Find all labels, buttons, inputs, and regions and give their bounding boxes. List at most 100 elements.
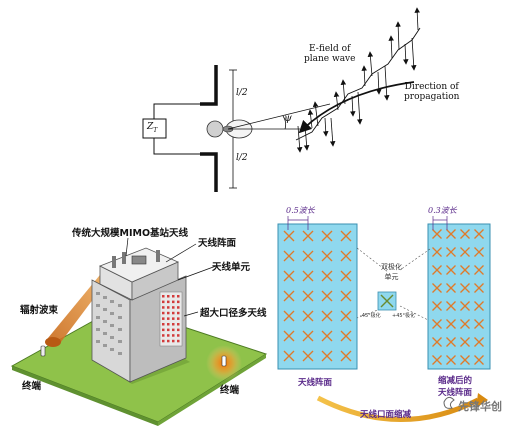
antenna-dot — [162, 311, 165, 315]
aperture-reduction-label: 天线口面缩减 — [360, 410, 412, 420]
array-element-cross — [474, 247, 484, 257]
array-element-cross — [302, 310, 314, 322]
array-element-cross — [474, 337, 484, 347]
terminal-left-icon — [40, 345, 46, 357]
antenna-dot — [167, 295, 170, 298]
antenna-dot — [177, 323, 180, 326]
radiation-beam-label: 辐射波束 — [20, 305, 59, 316]
array-element-cross — [283, 310, 295, 322]
antenna-dot — [167, 334, 170, 337]
array-element-cross — [340, 330, 352, 342]
pol-minus-label: -45°极化 — [360, 313, 381, 319]
array-element-cross — [321, 230, 333, 242]
array-element-cross — [302, 290, 314, 302]
reduction-arrow — [316, 395, 480, 422]
antenna-dot — [177, 311, 180, 315]
array-element-cross — [302, 230, 314, 242]
antenna-dot — [167, 306, 170, 309]
array-element-cross — [340, 310, 352, 322]
array-element-cross — [446, 265, 456, 275]
array-element-cross — [302, 270, 314, 282]
large-aperture-label: 超大口径多天线 — [200, 308, 267, 319]
array-element-cross — [283, 350, 295, 362]
antenna-dot — [172, 311, 175, 315]
antenna-dot — [172, 328, 175, 332]
half-length-bottom-label: l/2 — [236, 153, 248, 163]
array-element-cross — [460, 301, 470, 311]
array-element-cross — [321, 290, 333, 302]
array-element-cross — [432, 301, 442, 311]
array-element-cross — [321, 310, 333, 322]
array-left-crosses — [283, 230, 352, 362]
antenna-dot — [172, 334, 175, 337]
array-element-cross — [446, 283, 456, 293]
antenna-dot — [162, 317, 165, 320]
array-element-cross — [340, 350, 352, 362]
array-element-cross — [302, 250, 314, 262]
array-element-cross — [302, 350, 314, 362]
array-element-cross — [321, 270, 333, 282]
array-element-cross — [432, 319, 442, 329]
array-element-cross — [460, 355, 470, 365]
array-element-cross — [283, 270, 295, 282]
array-panel-label: 天线阵面 — [198, 238, 237, 249]
efield-wave — [295, 27, 421, 141]
array-element-cross — [446, 247, 456, 257]
array-element-cross — [432, 247, 442, 257]
array-element-cross — [474, 265, 484, 275]
array-element-cross — [446, 337, 456, 347]
angle-arc — [282, 115, 287, 130]
array-right — [427, 223, 491, 370]
terminal-right-label: 终端 — [220, 385, 240, 396]
terminal-left-label: 终端 — [22, 381, 42, 392]
array-element-cross — [432, 265, 442, 275]
array-element-cross — [283, 230, 295, 242]
base-station-illustration — [10, 237, 268, 426]
array-element-cross — [460, 265, 470, 275]
array-element-cross — [474, 301, 484, 311]
antenna-dot — [167, 300, 170, 304]
array-element-cross — [474, 283, 484, 293]
array-element-cross — [340, 270, 352, 282]
antenna-dots — [162, 295, 180, 343]
watermark-text: 先锋华创 — [458, 400, 502, 413]
dipole-arm-top — [200, 65, 218, 106]
antenna-dot — [172, 295, 175, 298]
label-leaders — [125, 237, 217, 317]
antenna-dot — [167, 311, 170, 315]
efield-vectors — [296, 7, 421, 153]
array-element-cross — [283, 330, 295, 342]
array-element-cross — [321, 250, 333, 262]
array-element-cross — [432, 337, 442, 347]
antenna-dot — [177, 306, 180, 309]
rooftop-antenna-1 — [112, 256, 116, 268]
array-left — [277, 223, 358, 370]
half-length-top-label: l/2 — [236, 88, 248, 98]
antenna-dot — [162, 323, 165, 326]
array-element-cross — [474, 319, 484, 329]
building-antenna-array — [159, 291, 183, 347]
array-element-cross — [340, 290, 352, 302]
watermark-logo-icon — [443, 396, 455, 409]
antenna-dot — [162, 295, 165, 298]
array-element-cross — [474, 355, 484, 365]
pol-plus-label: +45°极化 — [392, 313, 416, 319]
array-element-cross — [446, 301, 456, 311]
antenna-dot — [172, 300, 175, 304]
array-element-cross — [432, 355, 442, 365]
array-element-cross — [283, 290, 295, 302]
array-element-cross — [460, 319, 470, 329]
terminal-right-icon — [221, 355, 227, 367]
antenna-dot — [177, 339, 180, 343]
array-element-cross — [283, 250, 295, 262]
antenna-dot — [172, 306, 175, 309]
spacing-marker-left — [287, 216, 309, 230]
antenna-dot — [167, 328, 170, 332]
incidence-line — [227, 103, 331, 130]
propagation-arrow — [298, 81, 415, 134]
array-element-cross — [460, 337, 470, 347]
antenna-dot — [177, 295, 180, 298]
array-element-cross — [474, 229, 484, 239]
